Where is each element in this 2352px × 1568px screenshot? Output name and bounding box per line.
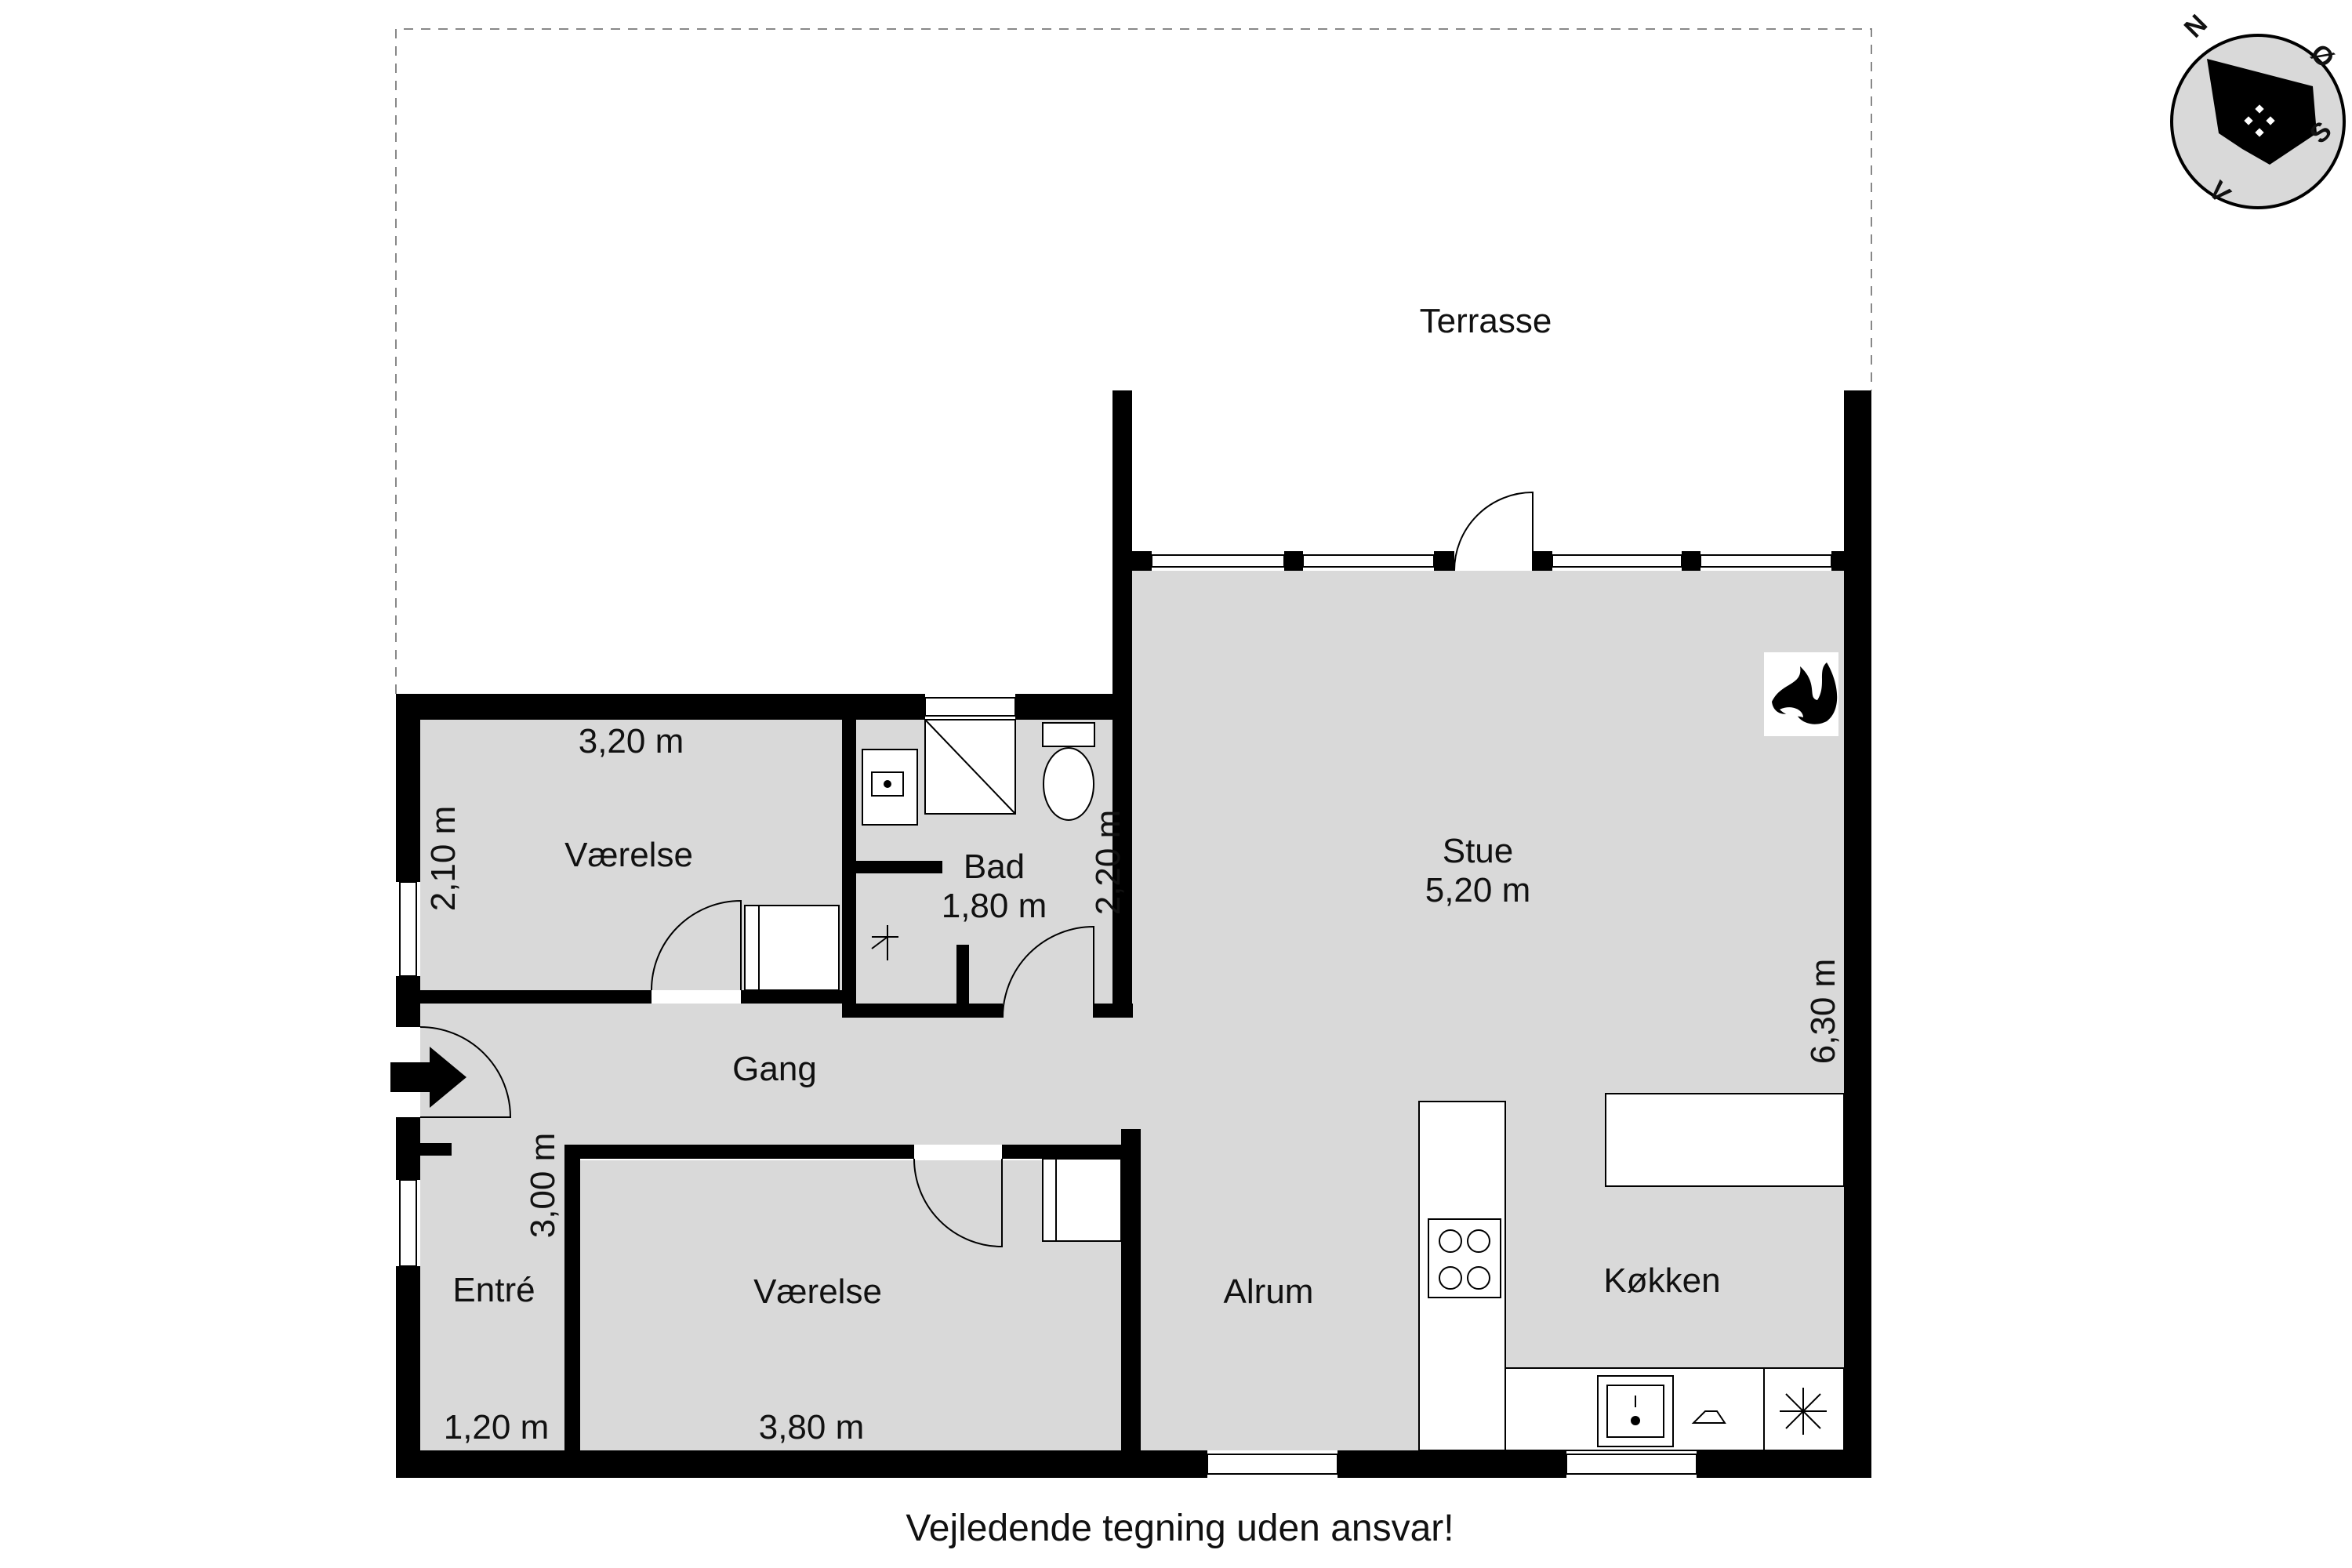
compass-north: N (2179, 9, 2213, 43)
fireplace-icon (1764, 652, 1838, 736)
closet-vaerelse-bottom (1042, 1158, 1122, 1242)
window-koekken (1566, 1454, 1697, 1475)
window-stue-4 (1700, 554, 1832, 568)
washbasin-icon (862, 749, 918, 826)
window-bad (924, 697, 1016, 717)
shower-icon (924, 719, 1016, 815)
doors (419, 491, 1534, 1248)
window-alrum (1207, 1454, 1338, 1475)
window-entre (399, 1179, 417, 1267)
label-entre: Entré (452, 1271, 535, 1309)
door-vaerelse-top (651, 899, 742, 991)
terrace-outline (395, 28, 1872, 694)
closet-vaerelse-top (744, 905, 840, 991)
dim-entre-horizontal: 1,20 m (444, 1408, 550, 1446)
dim-vaerelse-bottom-horizontal: 3,80 m (759, 1408, 865, 1446)
kitchen-island (1605, 1093, 1845, 1187)
stove-icon (1428, 1218, 1501, 1298)
floor-gang (420, 1004, 1134, 1145)
dim-stue-vertical: 6,30 m (1804, 959, 1842, 1065)
label-vaerelse-bottom: Værelse (753, 1272, 882, 1311)
toilet-icon (1042, 722, 1095, 821)
dim-vaerelse-top-horizontal: 3,20 m (579, 722, 684, 760)
room-labels: Terrasse Stue 5,20 m 6,30 m 3,20 m Værel… (424, 302, 1842, 1446)
sink-icon (1597, 1375, 1674, 1447)
door-bad (1002, 925, 1094, 1018)
floor-vaerelse-bottom (580, 1160, 1121, 1450)
shower-head-icon (871, 925, 898, 960)
dim-bad-horizontal: 1,80 m (942, 887, 1047, 925)
walls (396, 390, 1871, 1478)
entrance-arrow-icon (390, 1047, 466, 1108)
faucet-icon (1691, 1410, 1726, 1424)
label-stue: Stue (1443, 832, 1514, 870)
door-terrace (1454, 491, 1534, 572)
dim-bad-vertical: 2,20 m (1089, 810, 1127, 916)
label-bad: Bad (964, 848, 1025, 886)
dim-vaerelse-top-vertical: 2,10 m (424, 806, 463, 912)
fridge-freezer-icon (1780, 1388, 1827, 1435)
door-vaerelse-bottom (913, 1158, 1003, 1248)
label-gang: Gang (732, 1050, 817, 1088)
window-vaerelse-top (399, 881, 417, 977)
windows (399, 554, 1832, 1475)
dim-stue-horizontal: 5,20 m (1425, 871, 1531, 909)
door-entrance (419, 1026, 512, 1118)
label-terrasse: Terrasse (1420, 302, 1552, 340)
compass-icon: N Ø S V (2170, 9, 2346, 209)
floor-entre (420, 1133, 569, 1450)
floor-areas (420, 571, 1844, 1450)
label-vaerelse-top: Værelse (564, 836, 693, 874)
bathroom-fixtures (862, 719, 1095, 960)
label-koekken: Køkken (1603, 1261, 1720, 1300)
kitchen-fixtures (1418, 1093, 1845, 1451)
closets (744, 905, 1122, 1242)
disclaimer-text: Vejledende tegning uden ansvar! (906, 1508, 1454, 1549)
window-stue-2 (1302, 554, 1435, 568)
window-stue-1 (1151, 554, 1285, 568)
label-alrum: Alrum (1224, 1272, 1314, 1311)
window-stue-3 (1552, 554, 1682, 568)
kitchen-counter-bottom (1504, 1367, 1845, 1451)
dim-entre-vertical: 3,00 m (524, 1133, 562, 1239)
